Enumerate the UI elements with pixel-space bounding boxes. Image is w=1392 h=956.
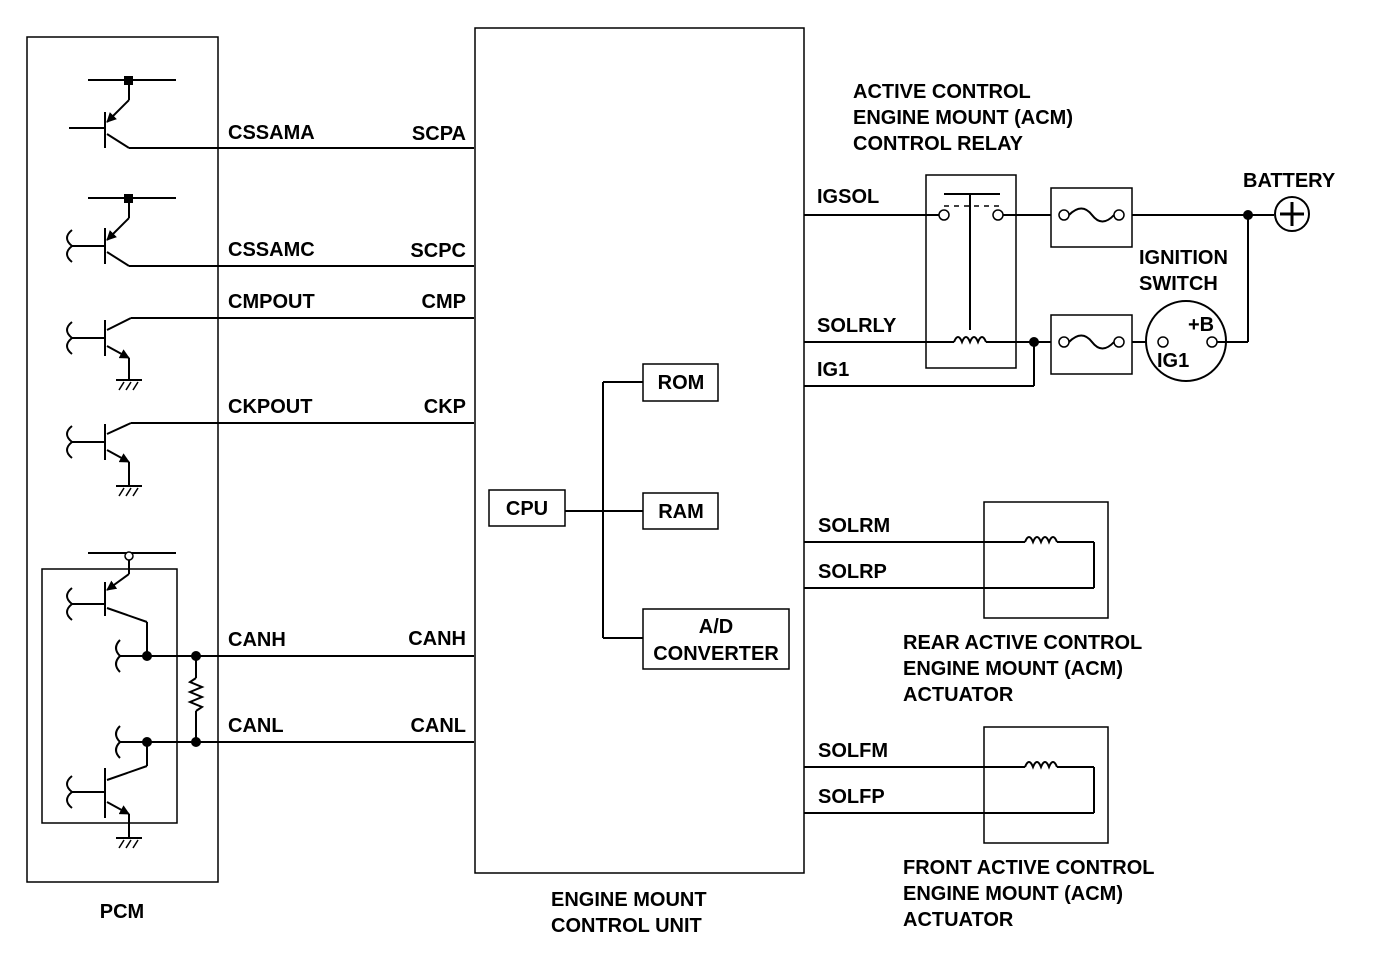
front-actuator-label-2: ENGINE MOUNT (ACM) xyxy=(903,883,1123,905)
ignition-terminal-b: +B xyxy=(1188,314,1214,336)
ignition-switch-label-2: SWITCH xyxy=(1139,273,1218,295)
rear-acm-actuator xyxy=(804,501,1109,619)
pcm-transistor-cmpout xyxy=(66,317,474,391)
rear-actuator-label-2: ENGINE MOUNT (ACM) xyxy=(903,658,1123,680)
pin-solfm: SOLFM xyxy=(818,740,888,762)
pin-cmp: CMP xyxy=(422,291,466,313)
relay-label-3: CONTROL RELAY xyxy=(853,133,1024,155)
pin-igsol: IGSOL xyxy=(817,186,879,208)
pcm-label: PCM xyxy=(100,901,144,923)
rear-actuator-label-1: REAR ACTIVE CONTROL xyxy=(903,632,1142,654)
pin-ecu-canh: CANH xyxy=(408,628,466,650)
pin-cssama: CSSAMA xyxy=(228,122,315,144)
engine-mount-control-unit xyxy=(474,27,805,874)
adc-label-2: CONVERTER xyxy=(653,643,779,665)
ignition-switch-icon xyxy=(1145,215,1249,382)
pin-ckp: CKP xyxy=(424,396,466,418)
ignition-switch-label-1: IGNITION xyxy=(1139,247,1228,269)
acm-relay xyxy=(925,174,1034,369)
pcm-transistor-cssamc xyxy=(66,194,474,267)
fuse-ignition xyxy=(1050,314,1157,375)
pin-ckpout: CKPOUT xyxy=(228,396,312,418)
pin-pcm-canh: CANH xyxy=(228,629,286,651)
pcm-transistor-ckpout xyxy=(66,422,474,497)
pin-solrp: SOLRP xyxy=(818,561,887,583)
ecu-label-1: ENGINE MOUNT xyxy=(551,889,707,911)
front-acm-actuator xyxy=(804,726,1109,844)
relay-label-2: ENGINE MOUNT (ACM) xyxy=(853,107,1073,129)
pin-scpa: SCPA xyxy=(412,123,466,145)
ecu-label-2: CONTROL UNIT xyxy=(551,915,702,937)
pin-solrm: SOLRM xyxy=(818,515,890,537)
battery-icon xyxy=(1274,196,1310,232)
battery-label: BATTERY xyxy=(1243,170,1336,192)
pcm-transistor-cssama xyxy=(69,76,474,149)
front-actuator-label-1: FRONT ACTIVE CONTROL xyxy=(903,857,1154,879)
pin-scpc: SCPC xyxy=(410,240,466,262)
pin-solfp: SOLFP xyxy=(818,786,885,808)
pin-cssamc: CSSAMC xyxy=(228,239,315,261)
front-actuator-label-3: ACTUATOR xyxy=(903,909,1014,931)
relay-wiring xyxy=(804,214,1051,387)
ram-label: RAM xyxy=(658,501,704,523)
pcm-can-transceiver xyxy=(66,551,474,849)
rear-actuator-label-3: ACTUATOR xyxy=(903,684,1014,706)
pin-pcm-canl: CANL xyxy=(228,715,284,737)
pin-ig1: IG1 xyxy=(817,359,849,381)
ignition-terminal-ig1: IG1 xyxy=(1157,350,1189,372)
adc-label-1: A/D xyxy=(699,616,733,638)
pin-ecu-canl: CANL xyxy=(410,715,466,737)
pcm-module xyxy=(26,36,219,883)
cpu-label: CPU xyxy=(506,498,548,520)
rom-label: ROM xyxy=(658,372,705,394)
pin-solrly: SOLRLY xyxy=(817,315,897,337)
fuse-battery xyxy=(1050,187,1274,248)
pin-cmpout: CMPOUT xyxy=(228,291,315,313)
relay-label-1: ACTIVE CONTROL xyxy=(853,81,1031,103)
